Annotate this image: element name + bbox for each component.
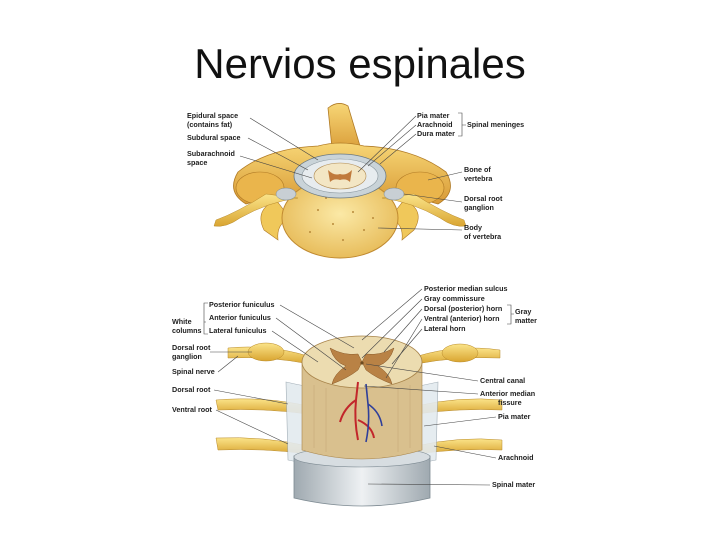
spinal-cord-segment	[215, 335, 503, 507]
label-arachnoid-top: Arachnoid	[417, 120, 453, 129]
label-epidural-2: (contains fat)	[187, 120, 233, 129]
label-pia-top: Pia mater	[417, 111, 450, 120]
label-drg-top-1: Dorsal root	[464, 194, 503, 203]
left-spinal-nerve-top	[213, 193, 299, 227]
central-canal-dot	[360, 361, 364, 365]
right-drg-top	[383, 187, 405, 201]
label-ant-fissure-1: Anterior median	[480, 389, 535, 398]
right-spinal-nerve-top	[381, 193, 467, 227]
label-gray-2: matter	[515, 316, 537, 325]
label-epidural-1: Epidural space	[187, 111, 238, 120]
label-lat-funiculus: Lateral funiculus	[209, 326, 267, 335]
gray-matter-butterfly	[329, 347, 395, 385]
left-drg-top	[275, 187, 297, 201]
label-spinal-mater: Spinal mater	[492, 480, 535, 489]
label-gray-1: Gray	[515, 307, 531, 316]
label-central-canal: Central canal	[480, 376, 525, 385]
label-ventral-root: Ventral root	[172, 405, 213, 414]
upper-drg-left	[247, 342, 285, 362]
label-drg-bottom-2: ganglion	[172, 352, 202, 361]
label-white-1: White	[172, 317, 192, 326]
label-body-2: of vertebra	[464, 232, 502, 241]
label-ant-funiculus: Anterior funiculus	[209, 313, 271, 322]
spinal-nerves-figure: Epidural space (contains fat) Subdural s…	[168, 100, 542, 520]
cord-striations	[313, 385, 411, 452]
label-subarachnoid-1: Subarachnoid	[187, 149, 235, 158]
label-drg-bottom-1: Dorsal root	[172, 343, 211, 352]
label-white-2: columns	[172, 326, 202, 335]
label-bone-2: vertebra	[464, 174, 493, 183]
blood-vessel-red	[339, 381, 375, 441]
upper-drg-right	[441, 343, 479, 363]
blood-vessel-blue	[365, 383, 383, 443]
label-bone-1: Bone of	[464, 165, 491, 174]
slide-title: Nervios espinales	[194, 40, 526, 87]
label-subdural: Subdural space	[187, 133, 241, 142]
label-ventral-horn: Ventral (anterior) horn	[424, 314, 499, 323]
label-body-1: Body	[464, 223, 482, 232]
label-dorsal-root: Dorsal root	[172, 385, 211, 394]
label-post-funiculus: Posterior funiculus	[209, 300, 275, 309]
gray-matter-top	[328, 170, 352, 182]
label-drg-top-2: ganglion	[464, 203, 494, 212]
label-post-sulcus: Posterior median sulcus	[424, 284, 507, 293]
vertebral-body-texture	[309, 197, 374, 241]
label-ant-fissure-2: fissure	[498, 398, 522, 407]
bottom-labels: White columns Posterior funiculus Anteri…	[172, 284, 537, 489]
label-spinal-nerve: Spinal nerve	[172, 367, 215, 376]
vertebra-cross-section	[213, 103, 467, 259]
label-lateral-horn: Lateral horn	[424, 324, 466, 333]
label-dura-top: Dura mater	[417, 129, 455, 138]
spinal-nerves-svg: Epidural space (contains fat) Subdural s…	[172, 103, 537, 507]
cord-lower-body	[301, 361, 423, 460]
label-arachnoid-bottom: Arachnoid	[498, 453, 534, 462]
label-gray-commissure: Gray commissure	[424, 294, 485, 303]
label-spinal-meninges: Spinal meninges	[467, 120, 524, 129]
top-labels: Epidural space (contains fat) Subdural s…	[187, 111, 524, 241]
label-dorsal-horn: Dorsal (posterior) horn	[424, 304, 502, 313]
label-pia-bottom: Pia mater	[498, 412, 531, 421]
label-subarachnoid-2: space	[187, 158, 207, 167]
